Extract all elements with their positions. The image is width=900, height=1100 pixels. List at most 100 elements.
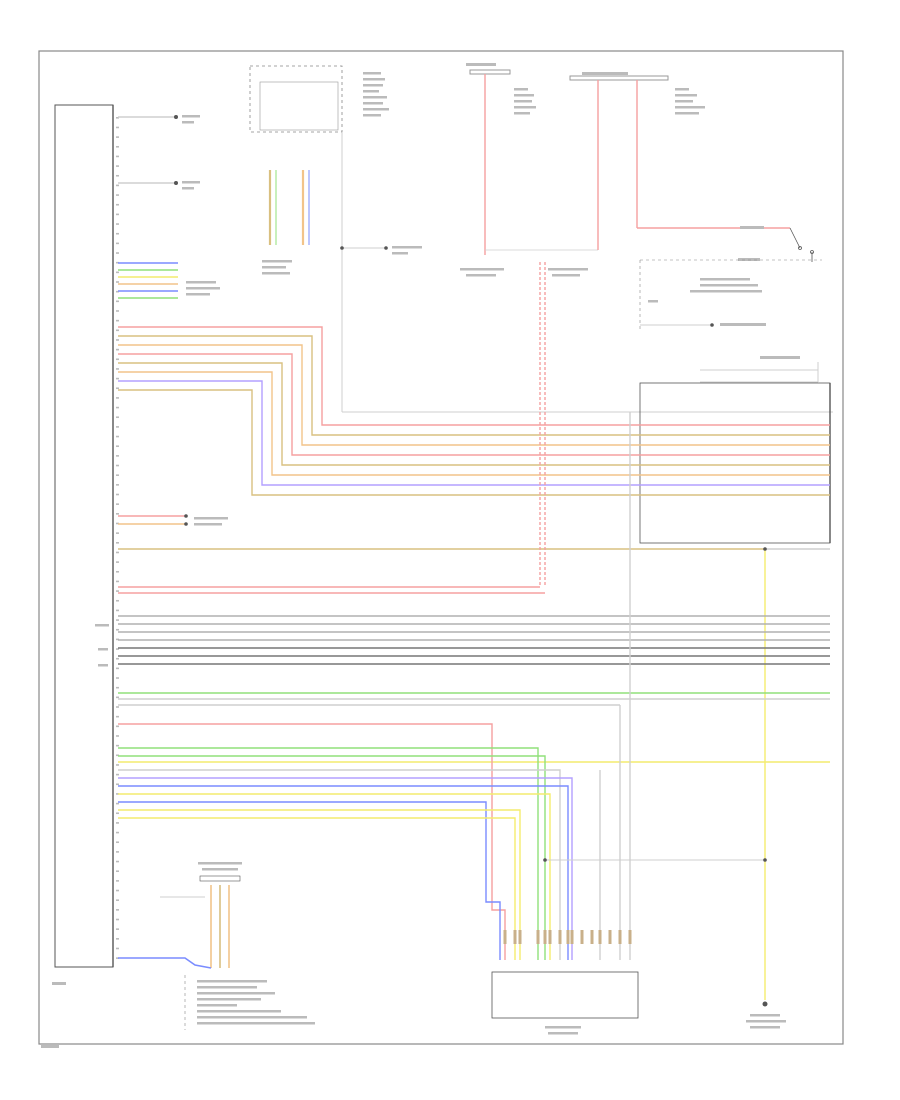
right-control-module: [639, 382, 831, 544]
left-module-pin: [116, 435, 119, 438]
left-module-pin: [116, 706, 119, 708]
left-module-pin: [116, 126, 119, 129]
switch-label: [738, 258, 760, 261]
splice: [763, 547, 767, 551]
bottom-module-pin: [503, 930, 507, 944]
left-module-pin: [116, 310, 119, 312]
connector-label: [202, 868, 238, 871]
bottom-module-pin: [536, 930, 540, 944]
left-module-pin: [116, 841, 119, 844]
stub-label: [186, 293, 210, 296]
left-module-pin: [116, 648, 119, 650]
left-module-pin: [116, 203, 119, 206]
left-module-pin: [116, 223, 119, 225]
left-module-pin: [116, 290, 119, 293]
bottom-module-pin: [570, 930, 574, 944]
left-module-pin: [116, 213, 119, 216]
left-module-pin: [116, 464, 119, 467]
bottom-module-label: [548, 1032, 578, 1035]
left-module-pin: [116, 339, 119, 341]
switch-note: [700, 284, 758, 287]
left-module-pin: [116, 503, 119, 505]
left-module-pin: [116, 725, 119, 728]
left-module-pin: [116, 117, 119, 119]
left-module-pin: [116, 947, 119, 950]
left-module-pin: [116, 744, 119, 747]
module-corner-label: [52, 982, 66, 985]
bundle-side-label: [98, 648, 108, 651]
left-module-pin: [116, 802, 119, 805]
left-module-pin: [116, 358, 119, 361]
left-module-pin: [116, 831, 119, 834]
left-module-pin: [116, 242, 119, 245]
bottom-module-pin: [628, 930, 632, 944]
left-module-pin: [116, 300, 119, 303]
fuse-output-label: [466, 274, 496, 277]
stub-label: [182, 121, 194, 124]
left-module-pin: [116, 715, 119, 718]
left-module-pin: [116, 870, 119, 873]
speaker-label-line: [262, 272, 290, 275]
speaker-label-line: [262, 260, 292, 263]
left-module-pin: [116, 145, 119, 148]
speaker-label-line: [262, 266, 286, 269]
left-module-pin: [116, 938, 119, 940]
left-module-pin: [116, 735, 119, 737]
left-module-pin: [116, 377, 119, 380]
left-module-pin: [116, 773, 119, 776]
pin-label: [648, 300, 658, 303]
left-module-pin: [116, 319, 119, 322]
switch-note: [700, 278, 750, 281]
bottom-module-pins: [503, 930, 632, 944]
left-module-pin: [116, 783, 119, 786]
bottom-module-pin: [548, 930, 552, 944]
left-module-pin: [116, 928, 119, 930]
bottom-module-pin: [580, 930, 584, 944]
top-dashed-component: [249, 65, 343, 133]
top-component-label-lines: [363, 72, 389, 117]
left-module-pin: [116, 812, 119, 815]
gray-verticals: [341, 132, 833, 413]
red-feed-wires: [118, 586, 545, 594]
left-module-pin: [116, 261, 119, 264]
bundle-a-wire: [118, 353, 830, 456]
left-module-pin: [116, 474, 119, 476]
left-module-pin: [116, 184, 119, 187]
left-module-pin: [116, 445, 119, 448]
fuse-box-2: [569, 75, 669, 81]
left-module-pin: [116, 165, 119, 167]
bottom-notes: [197, 980, 315, 1025]
left-module-pin: [116, 580, 119, 583]
left-module-pin: [116, 638, 119, 641]
bottom-module-pin: [566, 930, 570, 944]
top-dashed-inner: [259, 81, 339, 131]
stub-terminal: [174, 181, 178, 185]
fuse-output-label: [460, 268, 504, 271]
left-module-pin: [116, 551, 119, 554]
stub-label: [392, 252, 408, 255]
left-module-pin: [116, 851, 119, 853]
bundle-a-wire: [118, 371, 830, 476]
left-colored-stubs: [118, 262, 178, 299]
left-module-pin: [116, 880, 119, 882]
stub-label: [186, 287, 220, 290]
left-module-pin: [116, 484, 119, 486]
left-module-pin: [116, 860, 119, 863]
left-module-pin: [116, 348, 119, 351]
bottom-left-connector-body: [199, 875, 241, 882]
switch-note: [690, 290, 762, 293]
left-module-pin: [116, 619, 119, 621]
left-module-pin: [116, 281, 119, 283]
left-module-pin: [116, 252, 119, 254]
bottom-module-pin: [513, 930, 517, 944]
fuse-output-label: [552, 274, 580, 277]
left-module-pin: [116, 899, 119, 901]
wire-bundle-e: [118, 412, 631, 960]
left-module-pin: [116, 667, 119, 670]
switch-label: [740, 226, 764, 229]
diagram-frame: [38, 50, 844, 1045]
stub-label: [392, 246, 422, 249]
left-module-pin: [116, 455, 119, 457]
splice: [763, 858, 767, 862]
left-module-pin: [116, 696, 119, 699]
